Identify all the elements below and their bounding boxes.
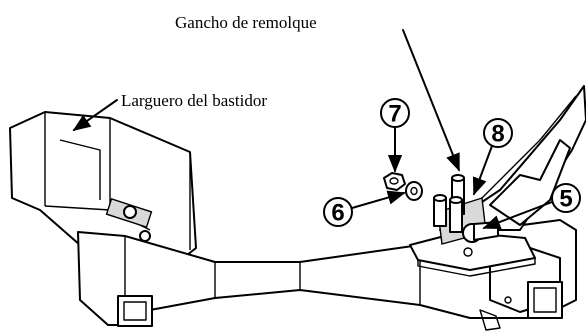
callout-5: 5 <box>559 186 572 213</box>
callout-7: 7 <box>388 101 401 128</box>
right-frame-arm <box>439 85 586 231</box>
hex-nut <box>383 172 406 191</box>
callout-5-circle <box>551 183 581 213</box>
callout-6: 6 <box>331 200 344 227</box>
tow-hook-leader <box>402 29 460 172</box>
callout-8-circle <box>483 118 513 148</box>
frame-rail-leader <box>72 99 118 132</box>
tow-hook-plate <box>409 174 536 277</box>
callout-6-circle <box>323 197 353 227</box>
tow-hook-label: Gancho de remolque <box>175 13 317 32</box>
callout-8: 8 <box>491 121 504 148</box>
frame-rail <box>9 111 197 271</box>
callout-5-leader <box>482 201 553 229</box>
washer <box>405 181 423 201</box>
callout-6-leader <box>351 190 406 209</box>
callout-8-leader <box>472 145 493 196</box>
frame-rail-label: Larguero del bastidor <box>121 91 267 110</box>
